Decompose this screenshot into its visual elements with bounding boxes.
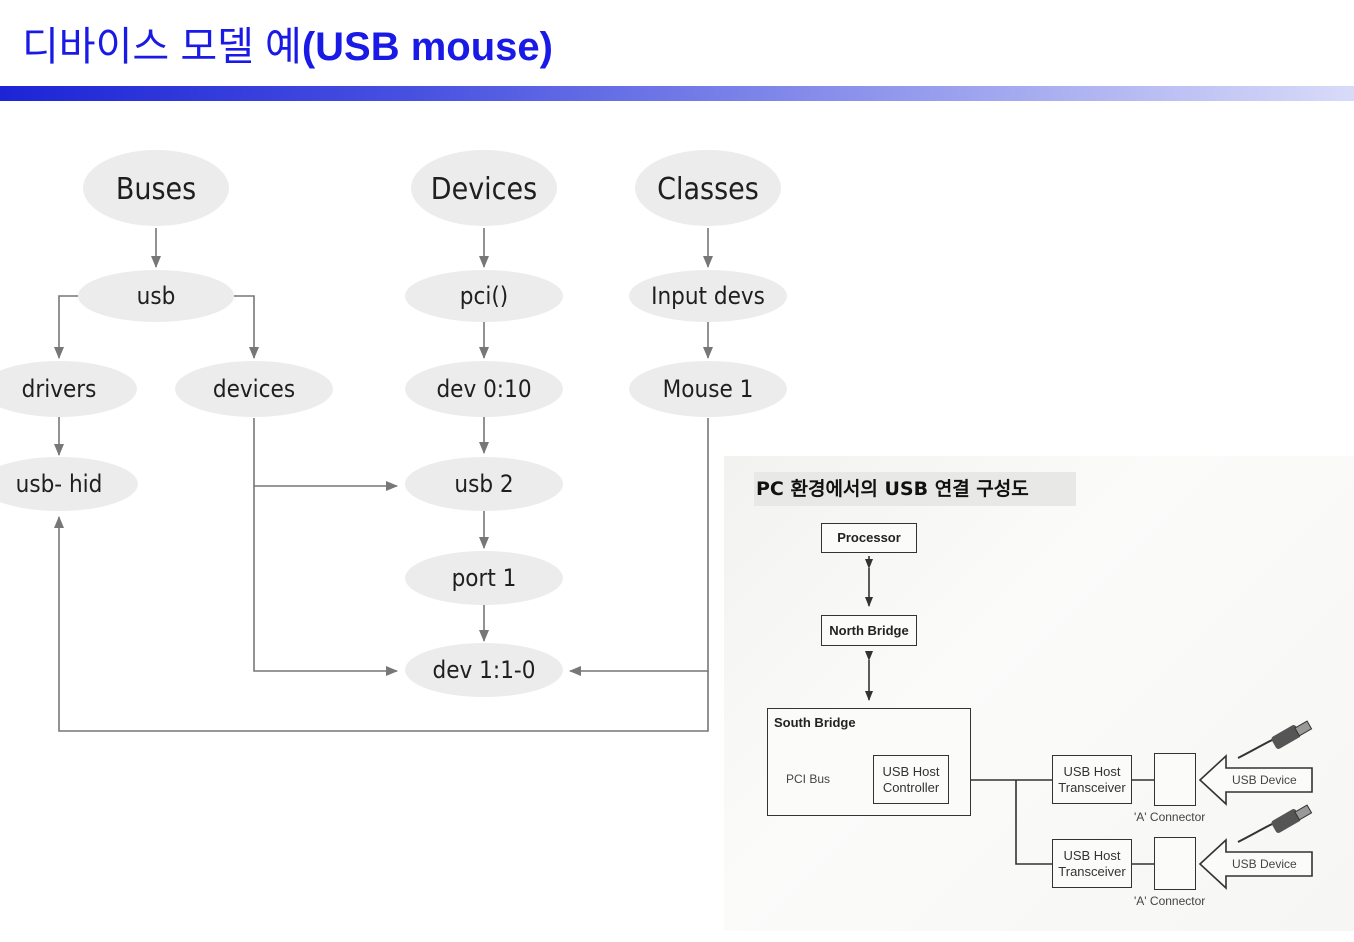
label-usb2: usb 2 (454, 470, 513, 498)
device-model-diagram: Buses Devices Classes usb pci() Input de… (0, 150, 787, 732)
label-devices: devices (213, 375, 295, 403)
a-connector-2 (1154, 837, 1196, 890)
title-underline-bar (0, 86, 1354, 101)
usb-figure-title: PC 환경에서의 USB 연결 구성도 (754, 472, 1076, 506)
south-bridge-label: South Bridge (774, 715, 856, 730)
usb-device-2-label: USB Device (1232, 857, 1297, 871)
node-pci (405, 270, 563, 322)
title-bold: (USB mouse) (301, 25, 553, 69)
label-mouse1: Mouse 1 (663, 375, 754, 403)
a-connector-1 (1154, 753, 1196, 806)
label-dev1: dev 1:1-0 (433, 656, 536, 684)
a-connector-1-label: 'A' Connector (1134, 810, 1206, 824)
usb-host-transceiver-2: USB Host Transceiver (1052, 839, 1132, 888)
processor-box: Processor (821, 523, 917, 553)
node-devices (175, 361, 333, 417)
title-prefix: 디바이스 모델 예 (22, 25, 302, 69)
usb-device-1-label: USB Device (1232, 773, 1297, 787)
node-dev1 (405, 643, 563, 697)
label-usb: usb (137, 282, 176, 310)
edge-usb-drivers (54, 295, 80, 359)
usb-plug-icons (1237, 720, 1313, 843)
node-usb2 (405, 457, 563, 511)
label-devices-header: Devices (431, 172, 537, 207)
usb-device-arrow-1 (1198, 754, 1313, 806)
label-classes: Classes (657, 172, 759, 207)
page-title: 디바이스 모델 예(USB mouse) (22, 14, 553, 72)
usb-host-transceiver-1: USB Host Transceiver (1052, 755, 1132, 804)
edge-usb-devices (232, 295, 259, 359)
usb-device-arrow-2 (1198, 838, 1313, 890)
north-bridge-box: North Bridge (821, 615, 917, 646)
label-input-devs: Input devs (651, 282, 765, 310)
label-port1: port 1 (452, 564, 517, 592)
label-drivers: drivers (22, 375, 97, 403)
label-usbhid: usb- hid (16, 470, 103, 498)
label-buses: Buses (116, 172, 196, 207)
node-drivers (0, 361, 137, 417)
label-dev0: dev 0:10 (436, 375, 531, 403)
usb-host-controller-box: USB Host Controller (873, 755, 949, 804)
node-dev0 (405, 361, 563, 417)
pci-bus-label: PCI Bus (786, 772, 831, 786)
node-classes (635, 150, 781, 226)
node-port1 (405, 551, 563, 605)
a-connector-2-label: 'A' Connector (1134, 894, 1206, 908)
node-buses (83, 150, 229, 226)
edge-mouse1-usbhid (54, 516, 709, 732)
controller-to-transceiver2 (1015, 780, 1052, 865)
node-usbhid (0, 457, 138, 511)
node-devices-header (411, 150, 557, 226)
node-usb (78, 270, 234, 322)
node-input-devs (629, 270, 787, 322)
label-pci: pci() (460, 282, 508, 310)
node-mouse1 (629, 361, 787, 417)
edge-devices-dev1 (253, 486, 398, 676)
